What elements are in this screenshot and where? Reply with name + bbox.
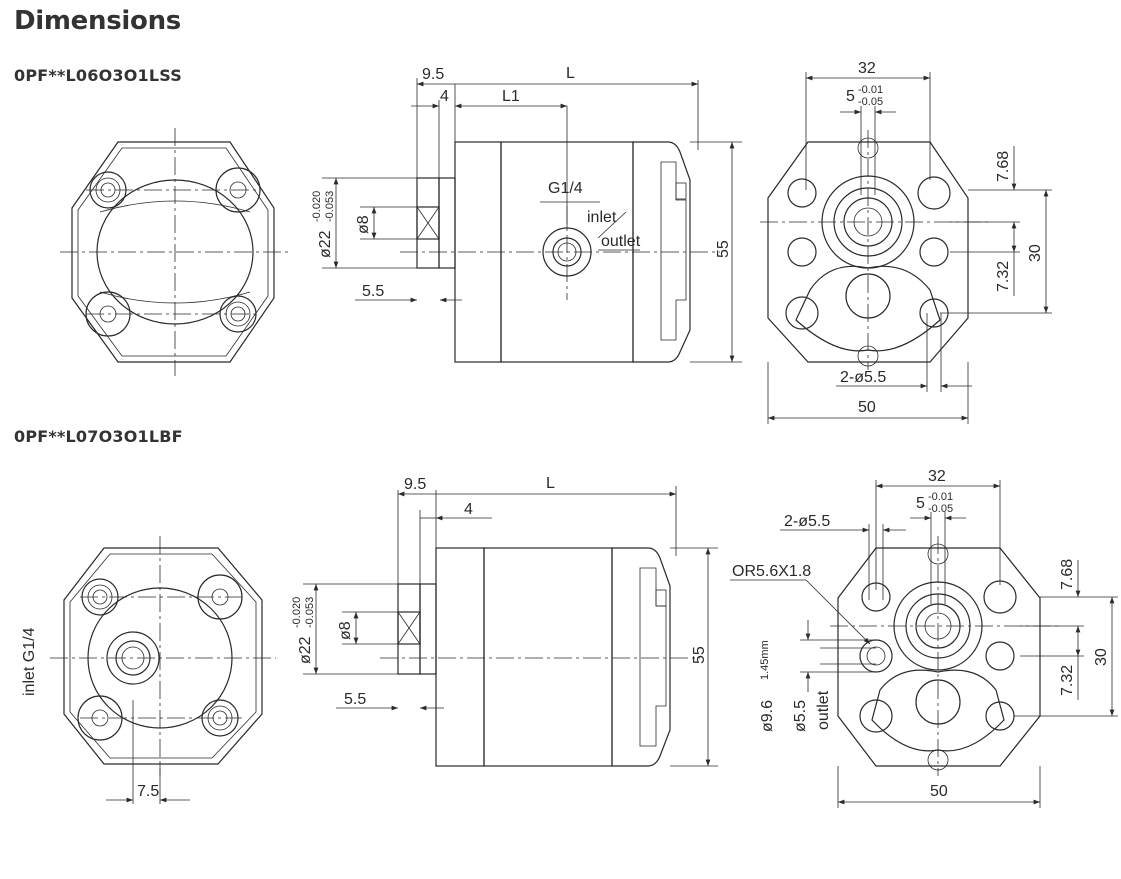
m1-side-view xyxy=(400,141,720,363)
m1-front-dim-holes: 2-ø5.5 xyxy=(840,369,886,386)
m2-inlet-label: inlet G1/4 xyxy=(21,627,38,696)
m1-front-dim-5: 5 xyxy=(846,88,855,105)
m2-front-dim-7-68: 7.68 xyxy=(1059,559,1076,590)
m1-side-dimensions xyxy=(322,78,742,363)
m2-dim-5-5: 5.5 xyxy=(344,691,366,708)
m1-inlet-label: inlet xyxy=(587,209,617,226)
m2-front-outlet: outlet xyxy=(815,690,832,730)
m1-dim-L: L xyxy=(566,65,575,82)
m2-front-dimensions xyxy=(730,480,1118,808)
m2-front-dim-1-45: 1.45mm xyxy=(759,640,771,680)
m2-dim-9-5: 9.5 xyxy=(404,476,426,493)
model-title-2: 0PF**L07O3O1LBF xyxy=(14,427,183,446)
m1-front-dim-50: 50 xyxy=(858,399,876,416)
m1-dim-d8: ø8 xyxy=(355,215,372,234)
m2-dim-d22: ø22 xyxy=(297,636,314,664)
m1-front-dim-32: 32 xyxy=(858,60,876,77)
m2-dim-4: 4 xyxy=(464,501,473,518)
m2-dim-55: 55 xyxy=(691,646,708,664)
m1-front-dim-30: 30 xyxy=(1027,244,1044,262)
m2-front-dim-5: 5 xyxy=(916,495,925,512)
m1-dim-4: 4 xyxy=(440,88,449,105)
m2-dim-7-5: 7.5 xyxy=(137,783,159,800)
m1-dim-9-5: 9.5 xyxy=(422,66,444,83)
m2-front-dim-d9-6: ø9.6 xyxy=(759,700,776,732)
m1-dim-d22-tol-top: -0.020 xyxy=(311,191,323,222)
m1-dim-d22-tol-bot: -0.053 xyxy=(324,191,336,222)
m1-rear-view xyxy=(60,128,290,376)
m1-front-dim-7-32: 7.32 xyxy=(995,261,1012,292)
m1-port-label: G1/4 xyxy=(548,180,583,197)
m1-dim-55: 55 xyxy=(715,240,732,258)
m2-front-dim-d5-5: ø5.5 xyxy=(792,700,809,732)
m2-dim-L: L xyxy=(546,475,555,492)
m2-dim-d22-tol-top: -0.020 xyxy=(291,597,303,628)
m2-front-dim-5-tol-top: -0.01 xyxy=(928,491,953,503)
m2-front-dim-32: 32 xyxy=(928,468,946,485)
m2-dim-d22-tol-bot: -0.053 xyxy=(304,597,316,628)
page-title: Dimensions xyxy=(14,6,181,36)
m1-front-dim-7-68: 7.68 xyxy=(995,151,1012,182)
m2-front-dim-30: 30 xyxy=(1093,648,1110,666)
m2-front-dim-5-tol-bot: -0.05 xyxy=(928,503,953,515)
m1-front-dim-5-tol-top: -0.01 xyxy=(858,84,883,96)
m1-front-view xyxy=(760,130,990,370)
m2-dim-d8: ø8 xyxy=(337,621,354,640)
m1-dim-5-5: 5.5 xyxy=(362,283,384,300)
m2-front-dim-50: 50 xyxy=(930,783,948,800)
m1-outlet-label: outlet xyxy=(601,233,641,250)
model-title-1: 0PF**L06O3O1LSS xyxy=(14,66,182,85)
m2-side-dimensions xyxy=(303,486,718,767)
m1-dim-L1: L1 xyxy=(502,88,520,105)
m1-dim-d22: ø22 xyxy=(317,230,334,258)
m1-front-dimensions xyxy=(767,72,1052,424)
m2-side-view xyxy=(380,547,700,767)
m2-rear-view xyxy=(50,536,276,804)
m2-front-dim-7-32: 7.32 xyxy=(1059,665,1076,696)
m2-front-oring: OR5.6X1.8 xyxy=(732,563,811,580)
m1-front-dim-5-tol-bot: -0.05 xyxy=(858,96,883,108)
m2-front-dim-holes: 2-ø5.5 xyxy=(784,513,830,530)
